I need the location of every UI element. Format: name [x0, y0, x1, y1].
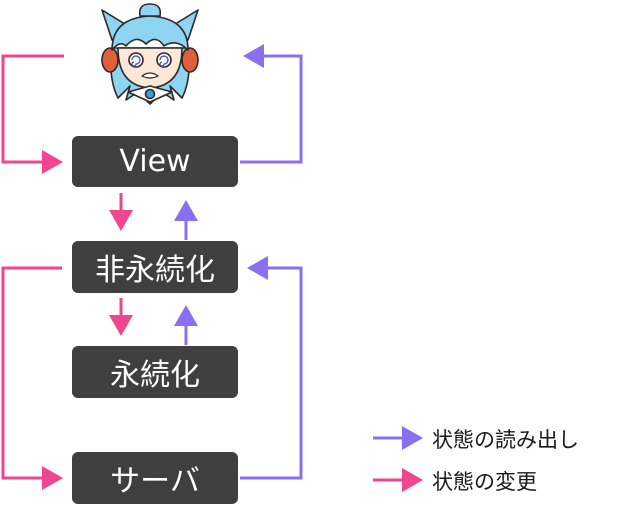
nonpersist-node-label: 非永続化 — [95, 253, 215, 288]
legend-change-label: 状態の変更 — [432, 470, 537, 494]
arrow-user-to-view — [1, 54, 64, 174]
server-node-label: サーバ — [110, 464, 200, 499]
nonpersist-node: 非永続化 — [72, 241, 238, 293]
server-node: サーバ — [72, 452, 238, 504]
persist-node-label: 永続化 — [110, 358, 200, 393]
view-node: View — [72, 136, 238, 187]
view-node-label: View — [119, 144, 191, 179]
arrow-nonpersist-to-server — [1, 266, 63, 490]
arrow-view-to-user — [240, 44, 303, 164]
persist-node: 永続化 — [72, 346, 238, 398]
chibi-character-icon — [101, 3, 199, 105]
arrow-server-to-nonpersist — [240, 256, 303, 480]
legend-read-label: 状態の読み出し — [432, 428, 579, 452]
